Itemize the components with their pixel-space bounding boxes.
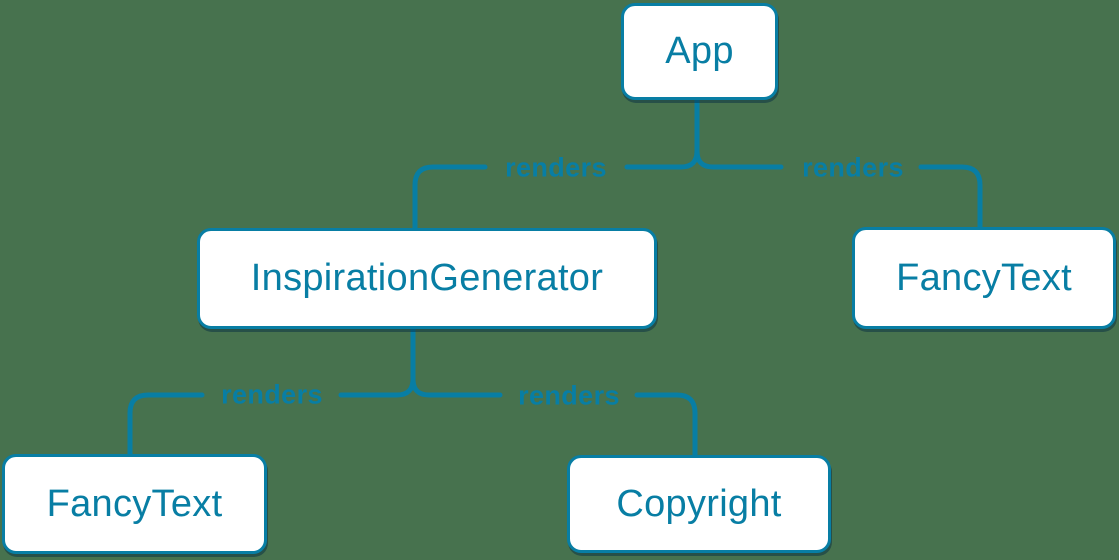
edge-app-to-fancytext-pre-label <box>694 148 784 170</box>
edge-inspirationgenerator-to-fancytext-pre-label <box>338 326 416 398</box>
node-inspiration-generator: InspirationGenerator <box>197 228 657 329</box>
edge-label-renders-inspirationgenerator-fancytext: renders <box>221 379 323 410</box>
edge-inspirationgenerator-to-copyright-post-label <box>634 392 698 459</box>
node-inspiration-generator-label: InspirationGenerator <box>250 257 604 299</box>
edge-label-renders-app-fancytext: renders <box>802 152 904 183</box>
node-copyright: Copyright <box>567 455 831 553</box>
node-fancy-text-bottom-label: FancyText <box>46 482 223 525</box>
edge-app-to-inspirationgenerator-post-label <box>412 164 488 232</box>
node-fancy-text-bottom: FancyText <box>2 454 267 554</box>
node-fancy-text-top-label: FancyText <box>896 256 1072 299</box>
edge-app-to-fancytext-post-label <box>918 164 983 231</box>
edge-label-renders-inspirationgenerator-copyright: renders <box>518 380 620 411</box>
edge-inspirationgenerator-to-copyright-pre-label <box>410 376 503 398</box>
node-fancy-text-top: FancyText <box>852 227 1116 329</box>
node-app-label: App <box>665 30 734 72</box>
node-app: App <box>621 3 778 100</box>
edge-app-to-inspirationgenerator-pre-label <box>624 97 700 170</box>
edge-label-renders-app-inspirationgenerator: renders <box>505 152 607 183</box>
edge-inspirationgenerator-to-fancytext-post-label <box>127 392 205 458</box>
node-copyright-label: Copyright <box>616 482 782 525</box>
